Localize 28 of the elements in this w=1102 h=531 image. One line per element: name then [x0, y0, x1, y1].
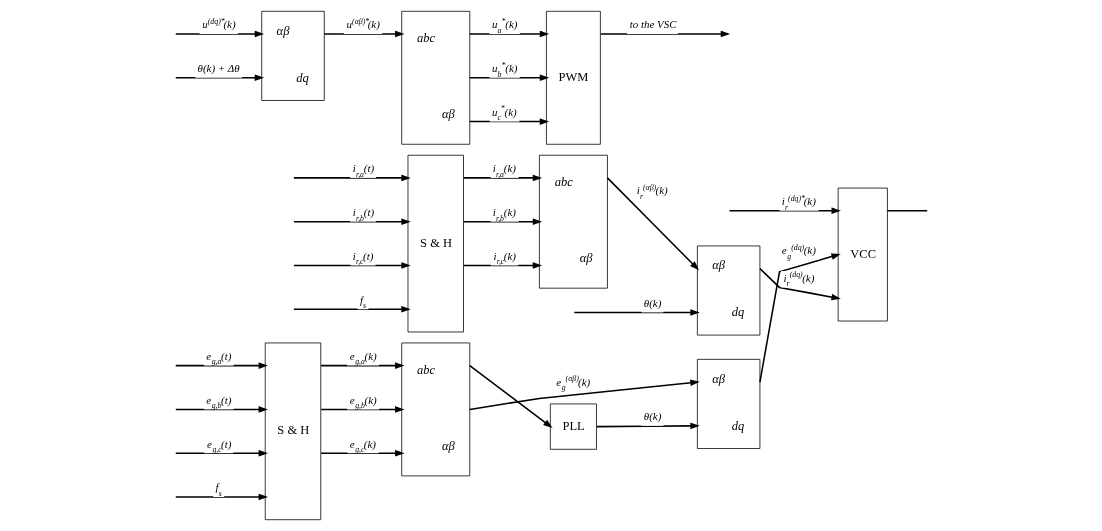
edge-label: e$_{g,b}$(t) — [205, 393, 231, 411]
edge-label: i$_{r}$$^{(dq)}$(k) — [782, 270, 814, 289]
edge-label: i$_{r}$$^{(dq)*}$(k) — [781, 193, 816, 212]
edge-label: e$_{g}$$^{(dq)}$(k) — [781, 242, 816, 261]
edge-label: e$_{g,c}$(k) — [349, 437, 376, 454]
edge-label: f$_{s}$ — [359, 293, 366, 311]
edge-label: i$_{r,a}$(k) — [492, 162, 516, 179]
edge-label: e$_{g,a}$(k) — [349, 349, 377, 367]
edge-label: e$_{g,a}$(t) — [205, 349, 231, 367]
edge-label: u$_{a}$$^{*}$(k) — [491, 16, 517, 35]
edge-label: θ(k) — [643, 296, 661, 309]
edge-label: u$_{c}$$^{*}$(k) — [491, 104, 517, 123]
edge-label: u$^{(dq)*}$(k) — [201, 16, 236, 31]
edge-label: i$_{r,a}$(t) — [352, 162, 374, 179]
edge-label: i$_{r}$$^{(αβ)}$(k) — [636, 182, 668, 201]
edge-label: i$_{r,b}$(k) — [492, 205, 516, 223]
edge-label: u$_{b}$$^{*}$(k) — [491, 60, 517, 79]
edge-label: to the VSC — [629, 18, 677, 31]
edge-label: e$_{g}$$^{(αβ)}$(k) — [555, 374, 590, 393]
edge-label: f$_{s}$ — [215, 481, 222, 498]
edge-label: θ(k) + Δθ — [197, 62, 240, 75]
edge-label: u$^{(αβ)*}$(k) — [346, 16, 380, 31]
edge-label: θ(k) — [643, 410, 661, 423]
edge-label: e$_{g,c}$(t) — [206, 437, 231, 454]
edge-label: e$_{g,b}$(k) — [349, 393, 377, 411]
edge-label: i$_{r,c}$(k) — [493, 249, 516, 267]
edge-label: i$_{r,b}$(t) — [352, 205, 374, 223]
edge-label: i$_{r,c}$(t) — [352, 249, 373, 267]
